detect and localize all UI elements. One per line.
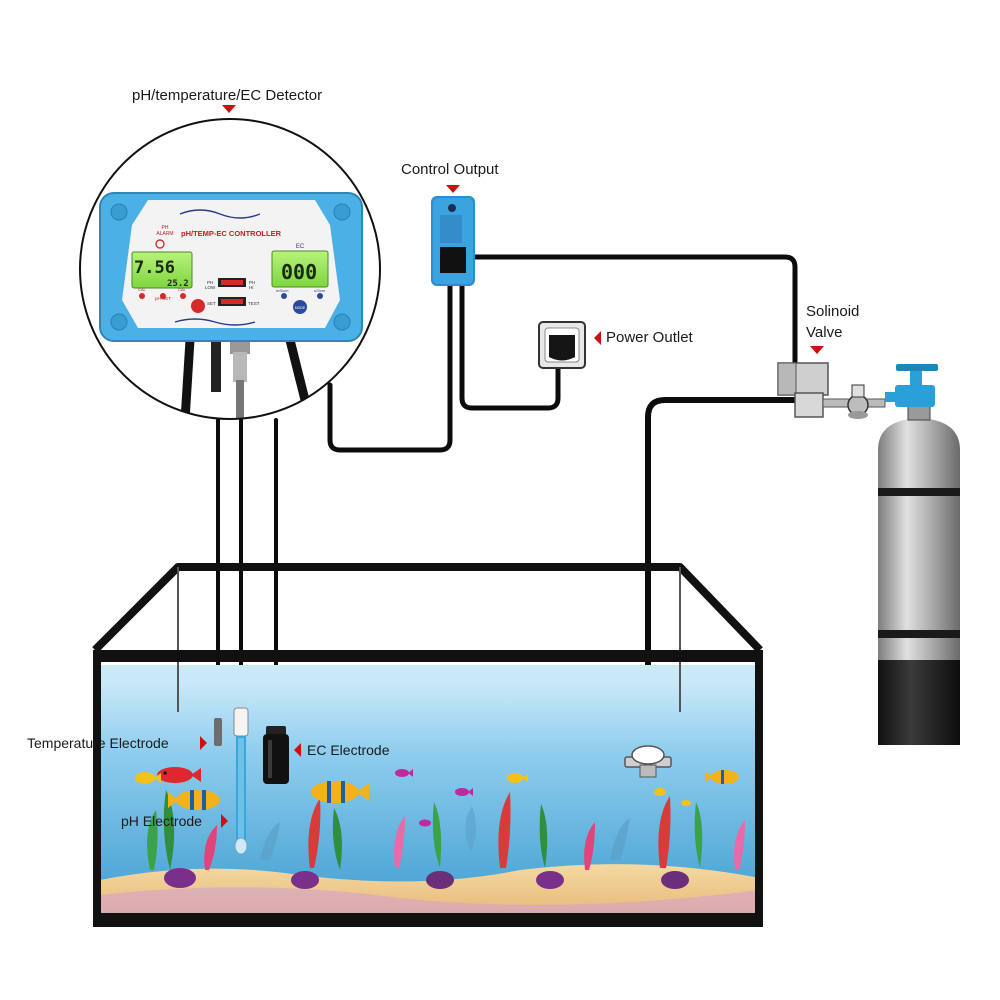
ec-lcd — [271, 250, 329, 288]
ec-electrode — [263, 726, 289, 784]
fish-red — [157, 767, 201, 783]
ph-alarm-label-1: PH — [162, 225, 169, 231]
ec-electrode-label: EC Electrode — [307, 742, 390, 758]
test-label: TEST — [248, 301, 260, 306]
cable-detector-to-output — [327, 282, 453, 453]
temp-electrode-arrow-icon — [200, 736, 207, 750]
tank-right-post — [755, 650, 763, 927]
tank-bottom-rim — [93, 913, 763, 927]
detector-zoom — [79, 118, 381, 420]
ec-header: EC — [296, 244, 305, 250]
solenoid-valve-label-1: Solinoid — [806, 303, 860, 320]
cylinder-regulator — [895, 385, 935, 407]
ph-electrode — [233, 707, 249, 855]
fish-purple-2 — [455, 788, 473, 796]
fish-purple-1 — [395, 769, 413, 777]
ph-set-label: pH-SET — [155, 296, 171, 301]
detector-label: pH/temperature/EC Detector — [132, 87, 323, 104]
ph-lcd — [131, 251, 193, 289]
aquarium-tank — [92, 563, 763, 927]
fish-yellow-4 — [681, 800, 691, 806]
fish-clown-3 — [705, 770, 739, 784]
temp-reading: 25.2 — [167, 279, 189, 289]
co2-cylinder — [878, 364, 960, 745]
cable-output-to-outlet — [459, 282, 561, 411]
co2-diffuser — [624, 745, 672, 778]
ec-unit-left: mS/cm — [276, 288, 289, 293]
temperature-electrode — [214, 718, 222, 746]
cal-right-label: CAL — [178, 287, 187, 292]
ph-hi-label: HI — [249, 285, 254, 290]
ph-label-left: PH — [207, 280, 213, 285]
co2-tube — [645, 397, 798, 763]
ph-electrode-label: pH Electrode — [121, 813, 202, 829]
temperature-electrode-label: Temperature Electrode — [27, 735, 169, 751]
solenoid-valve-label-2: Valve — [806, 324, 843, 341]
pointer-arrows — [200, 105, 824, 828]
control-output-arrow-icon — [446, 185, 460, 193]
controller-title: pH/TEMP-EC CONTROLLER — [181, 229, 282, 238]
ec-reading: 000 — [281, 260, 317, 284]
ec-electrode-arrow-icon — [294, 743, 301, 757]
set-label: SET — [207, 301, 216, 306]
ph-reading: 7.56 — [134, 258, 175, 278]
ph-alarm-led — [155, 239, 165, 249]
fish-clown-1 — [168, 790, 220, 810]
control-output-socket — [440, 247, 466, 273]
power-outlet-arrow-icon — [594, 331, 601, 345]
ph-electrode-arrow-icon — [221, 814, 228, 828]
ph-low-label: LOW — [205, 285, 216, 290]
power-outlet-label: Power Outlet — [606, 329, 693, 346]
fish-yellow-1 — [135, 772, 161, 784]
ec-unit-right: uS/cm — [314, 288, 326, 293]
ph-alarm-label-2: ALARM — [156, 231, 173, 237]
controller-labels: pH/TEMP-EC CONTROLLER PH ALARM EC 7.56 2… — [134, 225, 326, 310]
fish-yellow-2 — [507, 773, 528, 783]
tank-left-post — [93, 650, 101, 927]
fish — [135, 767, 739, 827]
ph-label-right: PH — [249, 280, 255, 285]
ec-mode-label: MODE — [295, 306, 306, 310]
fish-yellow-3 — [654, 788, 666, 796]
solenoid-valve — [777, 362, 886, 419]
detector-arrow-icon — [222, 105, 236, 113]
valve-arrow-icon — [810, 346, 824, 354]
fish-purple-3 — [419, 819, 431, 827]
control-output-device — [431, 196, 475, 286]
control-output-label: Control Output — [401, 161, 499, 178]
cal-left-label: CAL — [138, 287, 147, 292]
tank-top-rim — [93, 650, 763, 662]
cable-output-to-valve — [467, 254, 798, 368]
power-outlet-device — [538, 321, 586, 369]
fish-clown-2 — [311, 781, 369, 803]
plants — [147, 790, 745, 889]
